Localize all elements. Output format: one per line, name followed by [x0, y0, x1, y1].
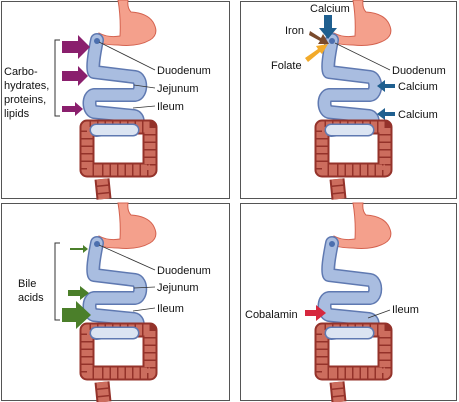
absorption-arrow-large [62, 35, 90, 59]
bile-arrow-medium [68, 286, 89, 300]
iron-label: Iron [285, 25, 304, 37]
panel-minerals: Calcium Iron Folate Duodenum Calcium Cal… [240, 0, 457, 199]
panel-cobalamin: Cobalamin Ileum [240, 203, 457, 402]
calcium-ileum-label: Calcium [398, 109, 438, 121]
folate-label: Folate [271, 60, 302, 72]
side-label-line: lipids [4, 108, 30, 120]
duodenum-label: Duodenum [157, 265, 211, 277]
ileum-label: Ileum [157, 303, 184, 315]
bracket [54, 242, 60, 321]
ileum-label: Ileum [392, 304, 419, 316]
side-label-line: hydrates, [4, 80, 49, 92]
side-label-line: proteins, [4, 94, 46, 106]
calcium-top-label: Calcium [310, 3, 350, 15]
calcium-arrow-down [319, 15, 337, 39]
cobalamin-arrow [305, 305, 326, 321]
calcium-jejunum-label: Calcium [398, 81, 438, 93]
jejunum-label: Jejunum [157, 282, 199, 294]
ileum-label: Ileum [157, 101, 184, 113]
iron-arrow [309, 31, 329, 44]
side-label-line: acids [18, 292, 44, 304]
panel-macronutrients: Carbo- hydrates, proteins, lipids Duoden… [1, 0, 230, 199]
bile-arrow-large [62, 301, 91, 329]
calcium-arrow-ileum [377, 108, 395, 120]
duodenum-label: Duodenum [157, 65, 211, 77]
bracket [54, 39, 60, 117]
folate-arrow [305, 44, 328, 62]
absorption-arrow-medium [62, 66, 88, 86]
absorption-arrow-small [62, 102, 83, 116]
calcium-arrow-jejunum [377, 80, 395, 92]
panel-bile-acids: Bile acids Duodenum Jejunum Ileum [1, 203, 230, 402]
jejunum-label: Jejunum [157, 83, 199, 95]
duodenum-label: Duodenum [392, 65, 446, 77]
bile-arrow-small [70, 245, 88, 253]
side-label-line: Carbo- [4, 66, 38, 78]
cobalamin-label: Cobalamin [245, 309, 298, 321]
side-label-line: Bile [18, 278, 36, 290]
